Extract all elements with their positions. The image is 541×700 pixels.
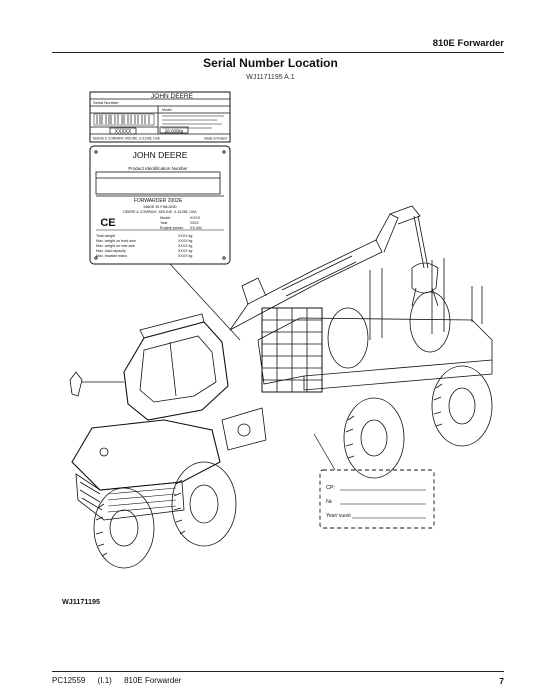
footer-info: PC12559 (I.1) 810E Forwarder <box>52 676 191 685</box>
figure-code: WJ1171195 <box>62 597 100 606</box>
footer-revision: (I.1) <box>97 676 112 685</box>
spec-value-year: 2003 <box>190 221 198 225</box>
figure-reference: WJ1171195 A.1 <box>246 74 295 81</box>
small-plate-made-in: Made in Finland <box>204 137 227 141</box>
header-rule <box>52 52 504 53</box>
footer-product: 810E Forwarder <box>124 676 182 685</box>
footer-doc-id: PC12559 <box>52 676 86 685</box>
page-number: 7 <box>499 676 504 686</box>
small-plate-weight-box: 28.000kg <box>165 129 184 134</box>
page-title: Serial Number Location <box>203 56 338 70</box>
spec-label-power: Engine power <box>160 226 184 230</box>
weight-value-front: XXXX kg <box>178 239 192 243</box>
small-plate-model-label: Model <box>162 108 172 112</box>
serial-plate-small <box>89 91 231 143</box>
small-plate-serial-box: XXXXX <box>115 129 132 135</box>
decal-label-number: № <box>326 499 332 505</box>
weight-label-rear: Max. weight on rear axle <box>96 244 135 248</box>
weight-label-total: Total weight <box>96 234 115 238</box>
spec-label-model: Model <box>160 216 170 220</box>
weight-label-towable: Max. towable mass <box>96 254 127 258</box>
footer-rule <box>52 671 504 672</box>
small-plate-field-label: Serial Number <box>93 100 119 105</box>
large-plate-model-name: FORWARDER 2002E <box>134 198 183 204</box>
small-plate-brand: JOHN DEERE <box>151 93 194 100</box>
rear-tyres <box>327 291 493 479</box>
forwarder-machine <box>69 205 493 569</box>
running-header-title: 810E Forwarder <box>432 38 504 49</box>
spec-value-power: XX kW <box>190 226 202 230</box>
weight-value-towable: XXXX kg <box>178 254 192 258</box>
spec-value-model: XXXX <box>190 216 201 220</box>
weight-value-load: XXXX kg <box>178 249 192 253</box>
decal-label-cp: CP: <box>326 485 336 491</box>
weight-label-front: Max. weight on front axle <box>96 239 136 243</box>
weight-value-rear: XXXX kg <box>178 244 192 248</box>
large-plate-maker-line2: DEERE & COMPANY, MOLINE, IL 61265, USA <box>123 210 197 214</box>
forwarder-illustration: JOHN DEERE Serial Number XXXXX 28.000kg … <box>69 91 493 569</box>
weight-value-total: XXXX kg <box>178 234 192 238</box>
large-plate-brand: JOHN DEERE <box>133 150 188 160</box>
large-plate-pin-label: Product Identification Number <box>128 166 188 171</box>
weight-label-load: Max. load capacity <box>96 249 126 253</box>
large-plate-maker-line1: MADE IN FINLAND <box>143 205 176 209</box>
spec-label-year: Year <box>160 221 168 225</box>
data-plate-large <box>89 145 231 265</box>
ce-mark: CE <box>100 217 115 229</box>
small-plate-footer: DEERE & COMPANY, MOLINE, IL 61265, USA <box>93 137 161 141</box>
decal-label-year: Year/ vuosi <box>326 513 351 519</box>
serial-decal <box>319 469 435 529</box>
front-tyres <box>93 461 237 569</box>
